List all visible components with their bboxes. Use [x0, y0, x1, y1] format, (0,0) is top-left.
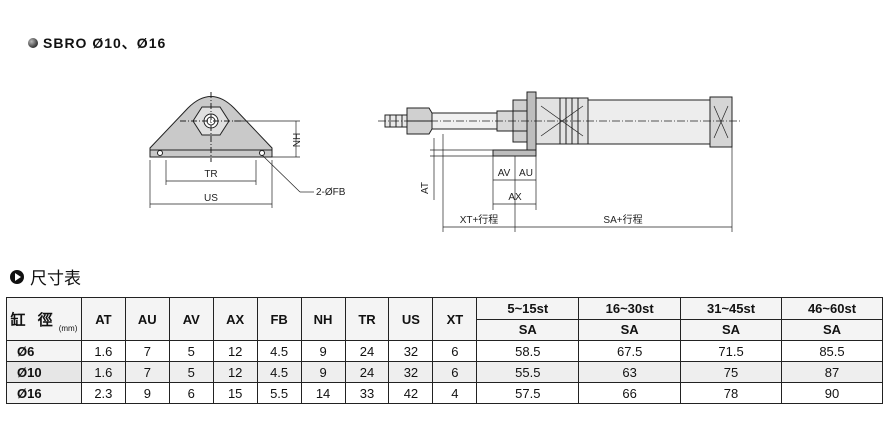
header-av: AV [168, 297, 214, 341]
cell-sa-46-60: 90 [780, 382, 884, 404]
cell-xt: 4 [432, 382, 478, 404]
drawing-heading: SBRO Ø10、Ø16 [28, 33, 166, 53]
cell-tr: 24 [344, 340, 390, 362]
stroke-group-16-30: 16~30st [578, 297, 682, 320]
sa-header: SA [680, 318, 782, 341]
cell-sa-31-45: 78 [680, 382, 782, 404]
sa-header: SA [780, 318, 884, 341]
bracket-front-view [149, 92, 314, 208]
cell-av: 5 [168, 340, 214, 362]
cell-nh: 9 [300, 361, 346, 383]
cylinder-side-view [378, 91, 740, 232]
cell-au: 9 [124, 382, 170, 404]
nh-label: NH [292, 133, 303, 147]
cell-fb: 5.5 [256, 382, 302, 404]
cell-tr: 24 [344, 361, 390, 383]
bore-header: 缸 徑(mm) [6, 297, 82, 341]
dimension-table: 缸 徑(mm) AT AU AV AX FB NH TR US XT 5~15s… [6, 297, 884, 404]
cell-av: 6 [168, 382, 214, 404]
cell-sa-31-45: 75 [680, 361, 782, 383]
row-bore: Ø10 [6, 361, 82, 383]
row-bore: Ø6 [6, 340, 82, 362]
header-at: AT [80, 297, 126, 341]
section-title-text: 尺寸表 [30, 269, 81, 288]
cell-sa-46-60: 87 [780, 361, 884, 383]
stroke-group-46-60: 46~60st [780, 297, 884, 320]
cell-fb: 4.5 [256, 340, 302, 362]
bullet-icon [28, 38, 38, 48]
cell-ax: 12 [212, 361, 258, 383]
header-ax: AX [212, 297, 258, 341]
stroke-group-5-15: 5~15st [476, 297, 580, 320]
dimension-table-title: 尺寸表 [10, 264, 81, 289]
unit-label: (mm) [58, 323, 78, 333]
stroke-group-31-45: 31~45st [680, 297, 782, 320]
cell-ax: 12 [212, 340, 258, 362]
sa-header: SA [578, 318, 682, 341]
tr-label: TR [204, 169, 217, 180]
play-bullet-icon [10, 269, 24, 284]
table-row: Ø6 1.6 7 5 12 4.5 9 24 32 6 58.5 67.5 71… [6, 340, 884, 362]
cell-sa-16-30: 67.5 [578, 340, 682, 362]
cell-us: 32 [388, 361, 434, 383]
cell-nh: 9 [300, 340, 346, 362]
table-row: Ø16 2.3 9 6 15 5.5 14 33 42 4 57.5 66 78… [6, 382, 884, 404]
at-label: AT [420, 182, 431, 194]
cell-av: 5 [168, 361, 214, 383]
header-au: AU [124, 297, 170, 341]
heading-text: SBRO Ø10、Ø16 [43, 35, 167, 51]
cell-au: 7 [124, 361, 170, 383]
cell-xt: 6 [432, 361, 478, 383]
sa-header: SA [476, 318, 580, 341]
cell-au: 7 [124, 340, 170, 362]
cell-tr: 33 [344, 382, 390, 404]
sa-stroke-label: SA+行程 [603, 213, 642, 226]
header-us: US [388, 297, 434, 341]
av-label: AV [498, 168, 511, 179]
fb-label: 2-ØFB [316, 187, 346, 198]
cell-sa-31-45: 71.5 [680, 340, 782, 362]
cell-sa-46-60: 85.5 [780, 340, 884, 362]
cell-sa-5-15: 55.5 [476, 361, 580, 383]
technical-drawing: NH TR US 2-ØFB [149, 91, 740, 232]
header-fb: FB [256, 297, 302, 341]
table-row: Ø10 1.6 7 5 12 4.5 9 24 32 6 55.5 63 75 … [6, 361, 884, 383]
cell-at: 1.6 [80, 340, 126, 362]
cell-sa-5-15: 57.5 [476, 382, 580, 404]
header-tr: TR [344, 297, 390, 341]
cell-us: 42 [388, 382, 434, 404]
header-nh: NH [300, 297, 346, 341]
ax-label: AX [508, 192, 522, 203]
cell-sa-5-15: 58.5 [476, 340, 580, 362]
bore-header-label: 缸 徑 [10, 311, 57, 329]
cell-at: 2.3 [80, 382, 126, 404]
header-xt: XT [432, 297, 478, 341]
cell-sa-16-30: 63 [578, 361, 682, 383]
us-label: US [204, 193, 218, 204]
cell-us: 32 [388, 340, 434, 362]
xt-stroke-label: XT+行程 [460, 213, 499, 226]
cell-ax: 15 [212, 382, 258, 404]
cell-sa-16-30: 66 [578, 382, 682, 404]
cell-xt: 6 [432, 340, 478, 362]
cell-at: 1.6 [80, 361, 126, 383]
cell-fb: 4.5 [256, 361, 302, 383]
cell-nh: 14 [300, 382, 346, 404]
au-label: AU [519, 168, 533, 179]
row-bore: Ø16 [6, 382, 82, 404]
